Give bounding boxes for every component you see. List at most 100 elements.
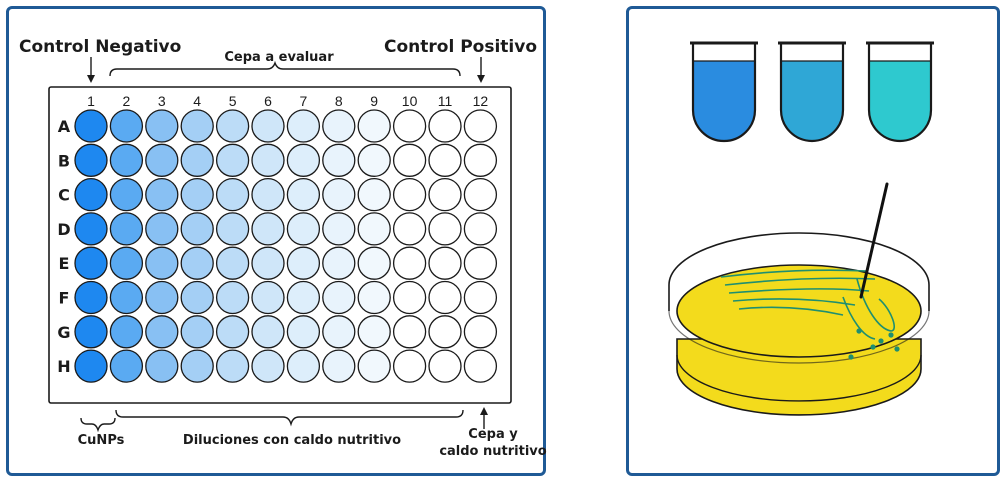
well-A10 [392,109,427,143]
column-label-6: 6 [264,93,272,109]
row-label-A: A [58,117,71,136]
well-E7 [286,246,321,280]
well-D2 [109,212,144,246]
well-E9 [357,246,391,280]
row-label-H: H [57,357,70,376]
row-label-G: G [57,323,70,342]
strain-broth-label-line2: caldo nutritivo [439,444,546,459]
well-B8 [322,143,356,177]
test-tubes [690,41,934,143]
well-D11 [428,212,462,246]
well-G5 [215,315,250,349]
well-A9 [357,109,391,143]
well-C11 [428,177,462,212]
column-label-12: 12 [473,93,489,109]
well-F10 [392,280,427,315]
streak-line [856,278,895,332]
row-label-D: D [57,220,70,239]
cunps-brace [80,417,116,433]
well-B3 [145,143,179,177]
well-E12 [463,246,498,280]
well-C1 [74,177,108,212]
well-H9 [357,349,391,383]
column-label-4: 4 [193,93,201,109]
well-E8 [322,246,356,280]
well-H12 [463,349,498,383]
colony-dot [848,354,854,360]
well-C2 [109,177,144,212]
well-A5 [215,109,250,143]
well-C3 [145,177,179,212]
well-B2 [109,143,144,177]
well-A2 [109,109,144,143]
well-D7 [286,212,321,246]
well-E1 [74,246,108,280]
arrow-strain-broth-icon [480,407,488,429]
well-G12 [463,315,498,349]
well-H2 [109,349,144,383]
control-positive-label: Control Positivo [384,37,537,57]
well-F7 [286,280,321,315]
well-F9 [357,280,391,315]
well-G4 [180,315,214,349]
colony-dot [870,344,876,350]
well-H6 [251,349,285,383]
well-C8 [322,177,356,212]
well-G8 [322,315,356,349]
colony-dot [878,338,884,344]
well-F12 [463,280,498,315]
well-H5 [215,349,250,383]
plate-panel: Control Negativo Cepa a evaluar Control … [6,6,547,476]
well-H1 [74,349,108,383]
well-A8 [322,109,356,143]
colony-dot [894,346,900,352]
well-E4 [180,246,214,280]
column-label-10: 10 [402,93,418,109]
well-D1 [74,212,108,246]
well-B5 [215,143,250,177]
well-E2 [109,246,144,280]
row-label-B: B [58,151,70,170]
well-A11 [428,109,462,143]
well-D12 [463,212,498,246]
well-B12 [463,143,498,177]
well-F4 [180,280,214,315]
arrow-positive-icon [477,57,485,83]
dilutions-brace [115,409,464,427]
well-C6 [251,177,285,212]
well-A4 [180,109,214,143]
test-tube-3 [866,41,934,143]
column-label-8: 8 [335,93,343,109]
streak-line [728,288,870,294]
test-tube-1 [690,41,758,143]
bacterial-streaks [720,269,895,340]
well-B6 [251,143,285,177]
streak-line [732,298,856,306]
well-E10 [392,246,427,280]
well-G11 [428,315,462,349]
well-G10 [392,315,427,349]
colony-dot [856,328,862,334]
well-C5 [215,177,250,212]
well-C4 [180,177,214,212]
well-D9 [357,212,391,246]
streak-line [842,296,876,340]
well-B10 [392,143,427,177]
strain-label: Cepa a evaluar [224,50,334,65]
well-F8 [322,280,356,315]
well-G7 [286,315,321,349]
wells [74,109,498,383]
well-E5 [215,246,250,280]
row-label-E: E [59,254,70,273]
streak-line [724,277,876,286]
well-D6 [251,212,285,246]
well-E3 [145,246,179,280]
culture-panel [626,6,1000,476]
streak-line [738,306,844,316]
well-F2 [109,280,144,315]
column-label-11: 11 [438,93,453,109]
row-label-F: F [59,289,70,308]
culture-illustration [668,41,934,416]
colony-dot [888,332,894,338]
